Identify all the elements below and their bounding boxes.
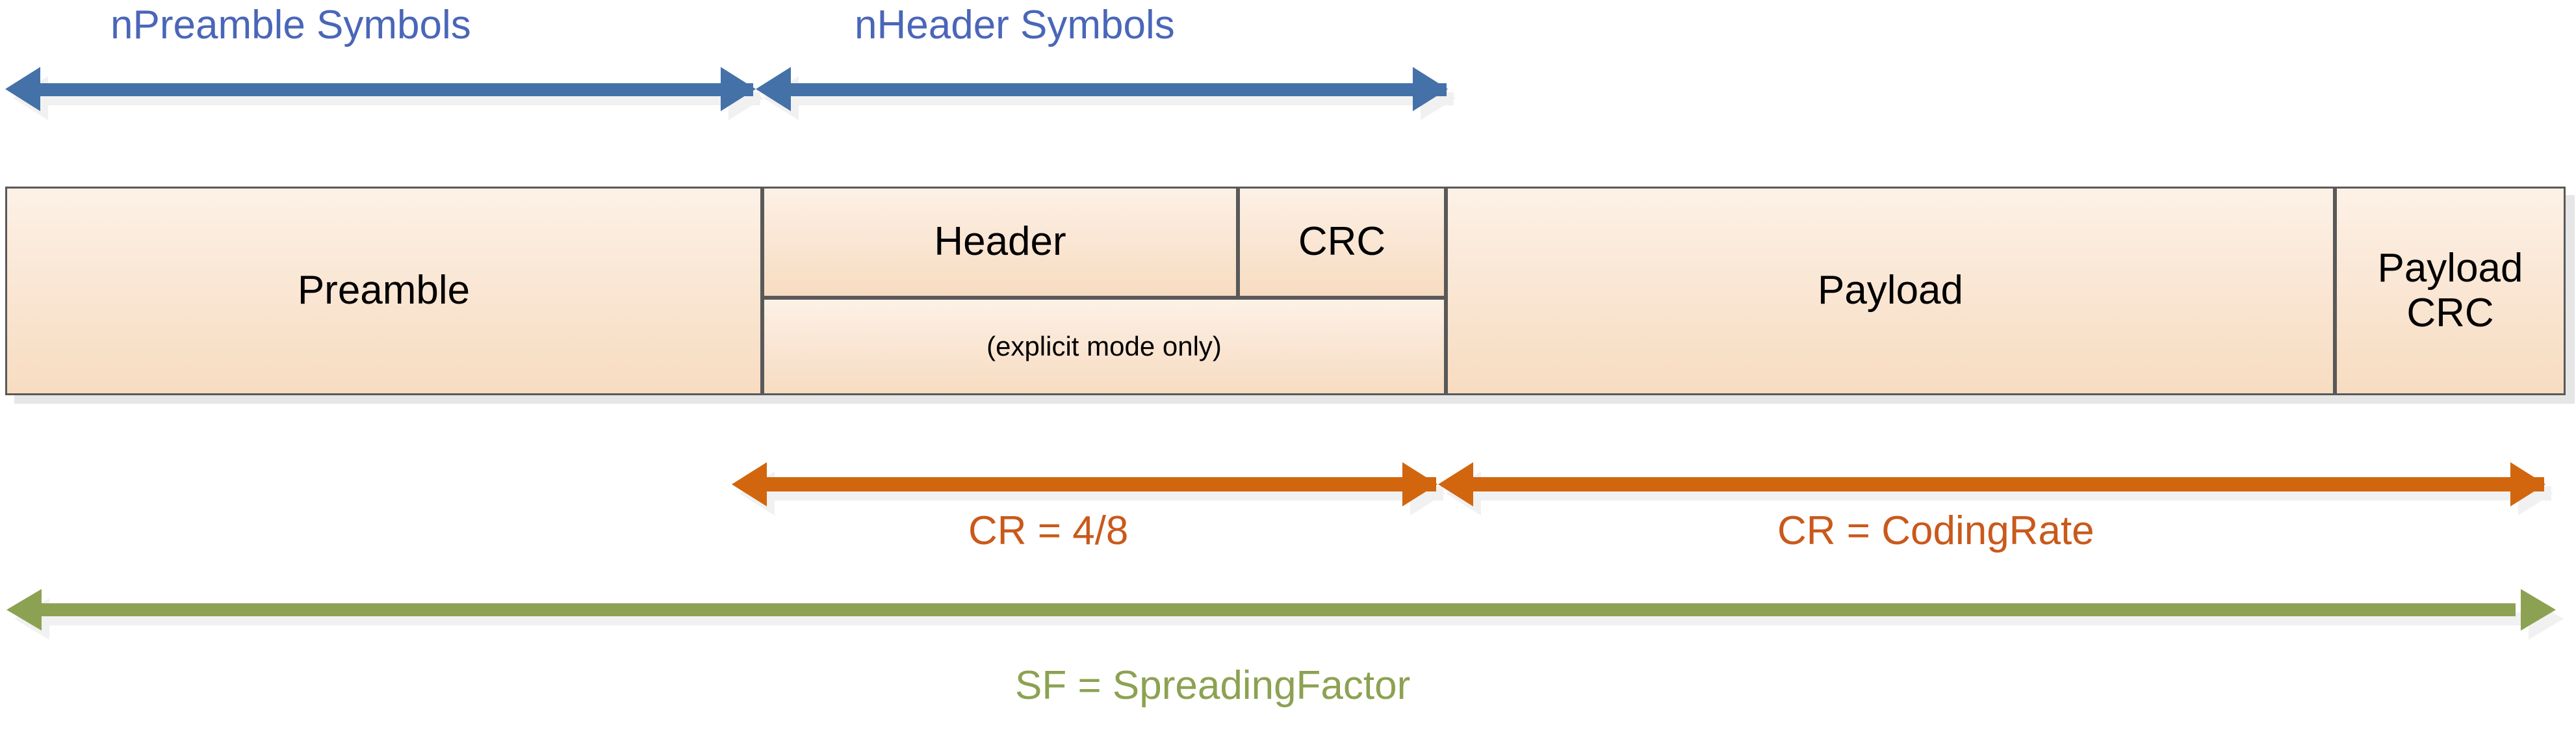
- coding-rate-payload-arrow: [1438, 462, 2553, 516]
- packet-frame-shadow: [2344, 393, 2575, 404]
- coding-rate-payload-label: CR = CodingRate: [1777, 508, 2094, 553]
- packet-cell-header-crc-label: CRC: [1298, 219, 1386, 265]
- coding-rate-header-label: CR = 4/8: [968, 508, 1129, 553]
- npreamble-symbols-label: nPreamble Symbols: [110, 3, 471, 47]
- packet-cell-preamble: Preamble: [5, 187, 762, 395]
- spreading-factor-arrow: [6, 589, 2564, 640]
- packet-cell-preamble-label: Preamble: [297, 268, 470, 313]
- packet-cell-payload-label: Payload: [1817, 268, 1964, 313]
- npreamble-symbols-arrow: [5, 67, 764, 120]
- packet-cell-header-crc: CRC: [1238, 187, 1446, 298]
- packet-cell-explicit-mode-note: (explicit mode only): [762, 298, 1446, 395]
- packet-frame-shadow: [1455, 393, 2344, 404]
- packet-cell-header: Header: [762, 187, 1238, 298]
- nheader-symbols-arrow: [756, 67, 1456, 120]
- nheader-symbols-label: nHeader Symbols: [855, 3, 1175, 47]
- packet-cell-payload: Payload: [1446, 187, 2335, 395]
- spreading-factor-label: SF = SpreadingFactor: [1015, 663, 1411, 708]
- explicit-mode-note-label: (explicit mode only): [986, 330, 1222, 361]
- packet-cell-payload-crc-label-line2: CRC: [2406, 290, 2494, 335]
- packet-frame-shadow: [771, 393, 1455, 404]
- packet-frame-shadow: [14, 393, 771, 404]
- packet-cell-payload-crc-label-line1: Payload: [2377, 246, 2523, 291]
- packet-frame-shadow: [2566, 195, 2575, 402]
- packet-cell-header-label: Header: [934, 219, 1066, 265]
- packet-cell-payload-crc: Payload CRC: [2335, 187, 2566, 395]
- coding-rate-header-arrow: [732, 462, 1445, 516]
